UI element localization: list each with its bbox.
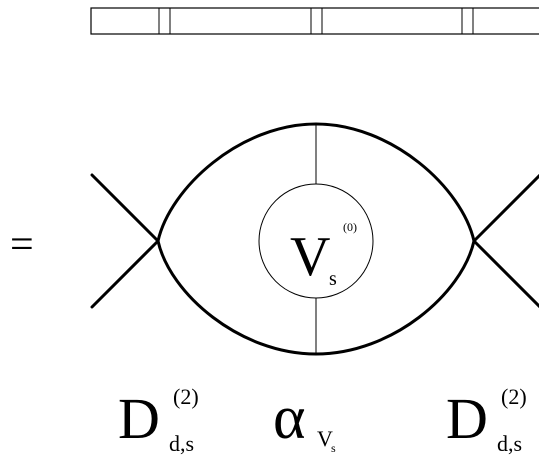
left-label-superscript: (2) bbox=[173, 384, 199, 409]
vertex-main-symbol: V bbox=[290, 226, 330, 288]
middle-label-subscript: V bbox=[317, 426, 333, 451]
top-propagator-strip bbox=[90, 7, 539, 35]
right-lower-leg bbox=[472, 239, 539, 309]
vertex-subscript: s bbox=[329, 268, 337, 290]
left-label-subscript: d,s bbox=[169, 431, 194, 456]
left-upper-leg bbox=[90, 173, 160, 243]
vertex-superscript: (0) bbox=[343, 220, 357, 234]
top-strip-frame bbox=[90, 7, 539, 35]
left-label-main: D bbox=[118, 386, 160, 451]
middle-label-sub-subscript: s bbox=[331, 441, 336, 455]
left-lower-leg bbox=[90, 239, 160, 309]
right-label-main: D bbox=[446, 386, 488, 451]
right-upper-leg bbox=[472, 173, 539, 243]
vertex-circle bbox=[258, 183, 374, 299]
middle-label-main: α bbox=[273, 384, 305, 452]
right-label-superscript: (2) bbox=[501, 384, 527, 409]
right-label-subscript: d,s bbox=[497, 431, 522, 456]
equals-sign: = bbox=[10, 222, 34, 268]
